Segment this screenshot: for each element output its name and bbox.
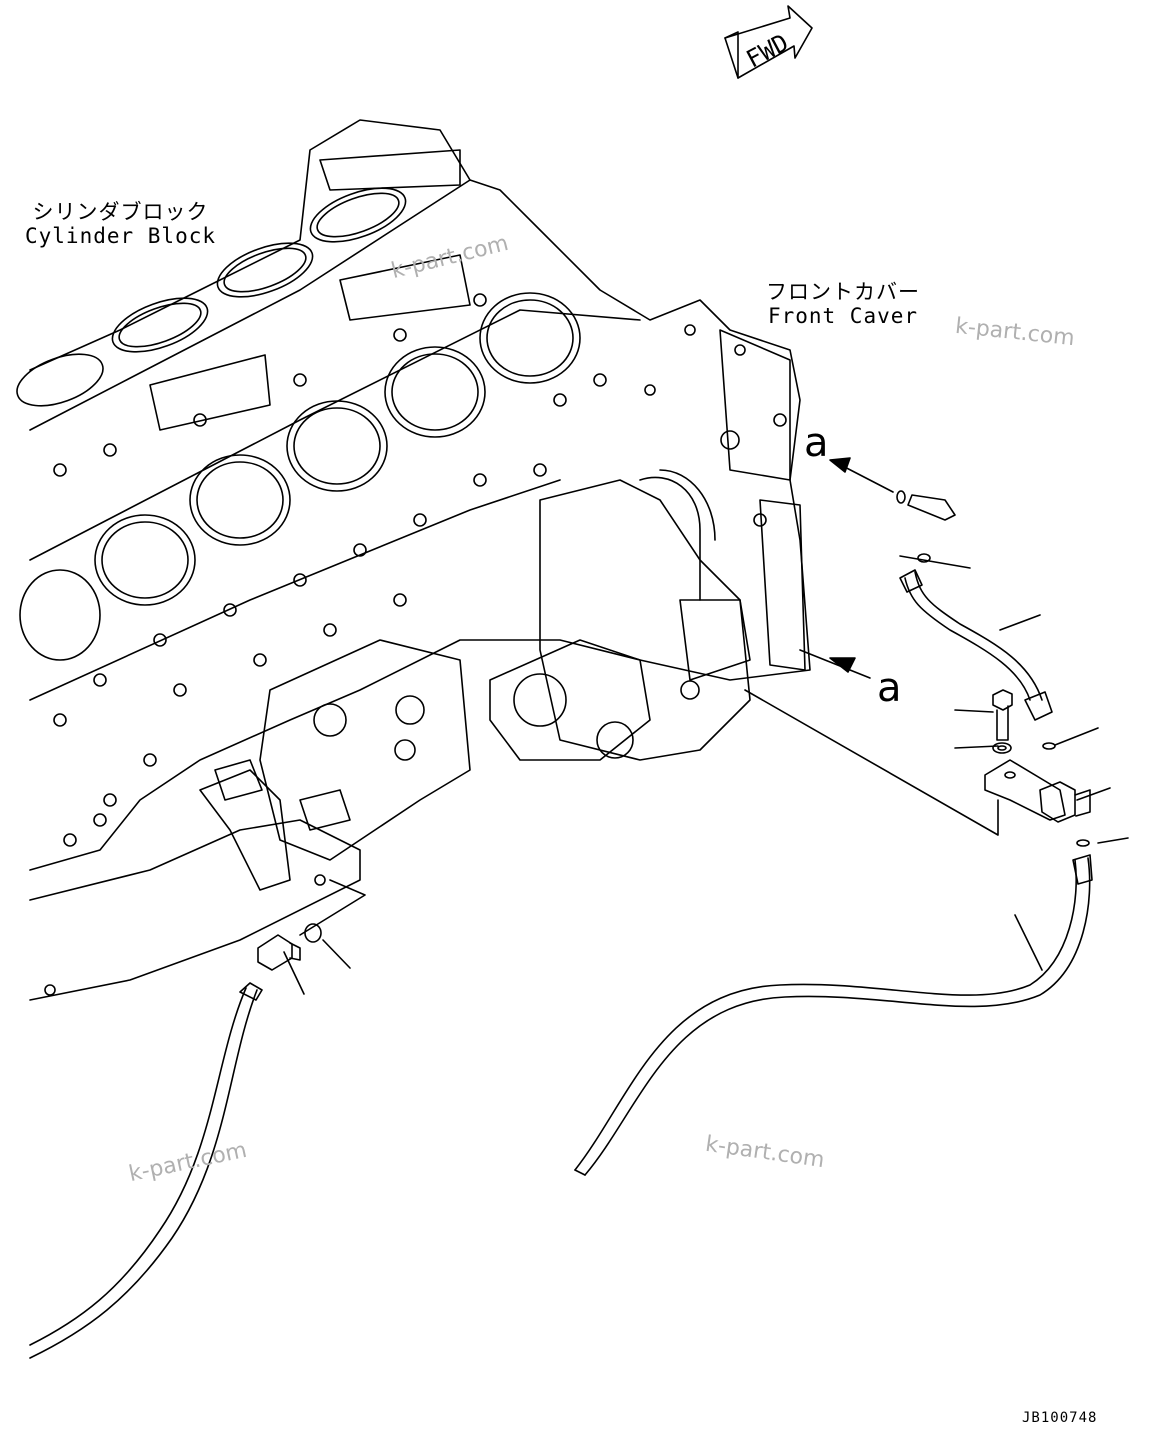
hose-upper [899,569,1053,721]
o-ring-upper [917,553,931,563]
reference-mark-a-top: a [804,420,829,466]
o-ring-lower [1076,839,1090,847]
front-cover-label: フロントカバー Front Caver [766,280,920,328]
pump-housing [199,469,751,891]
o-ring-mid [1042,742,1056,750]
cylinder-bores [16,187,581,661]
svg-text:FWD: FWD [742,28,793,73]
cylinder-block-label: シリンダブロック Cylinder Block [25,200,216,248]
sensor-fitting-left [257,934,301,971]
mounting-bracket [984,759,1066,821]
o-ring-left [304,923,322,943]
cylinder-block-label-en: Cylinder Block [25,224,217,249]
bolt-holes [44,293,787,996]
fitting-small-upper [896,490,956,521]
leader-lines [283,555,1129,995]
drawing-code: JB100748 [1022,1410,1098,1426]
bolt [992,689,1013,741]
front-cover-label-jp: フロントカバー [766,280,920,304]
fwd-arrow-icon: FWD [724,5,813,79]
cylinder-block-label-jp: シリンダブロック [32,200,209,224]
reference-arrow-a-top [829,457,894,493]
front-cover-label-en: Front Caver [767,304,919,329]
reference-mark-a-bottom: a [877,665,902,711]
hose-lower-left [29,982,263,1359]
washer [992,742,1012,754]
cylinder-block-outline [29,119,811,1001]
reference-arrow-a-bottom [799,649,871,679]
elbow-fitting [1039,781,1091,823]
hose-lower-right [574,854,1093,1176]
